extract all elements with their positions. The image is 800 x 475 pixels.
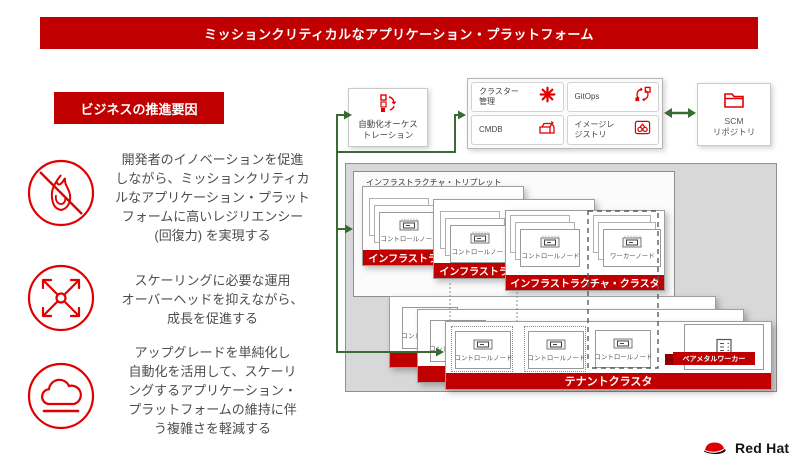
worker-node-card: ワーカーノード — [603, 229, 661, 267]
management-services-box: クラスター 管理 GitOps CMDB — [467, 78, 663, 149]
cmdb-cell: CMDB — [471, 115, 564, 145]
driver-text-scaling: スケーリングに必要な運用 オーバーヘッドを抑えながら、 成長を促進する — [121, 273, 304, 326]
no-fire-icon — [25, 157, 97, 229]
cmdb-icon — [538, 120, 556, 141]
chip-icon — [473, 339, 493, 350]
worker-node-stack: ワーカーノード — [593, 215, 663, 267]
control-node-group-1: コントロールノード — [451, 326, 513, 372]
control-node-label: コントロールノード — [451, 249, 509, 256]
control-node-label: コントロールノード — [521, 253, 579, 260]
redhat-logo: Red Hat — [702, 438, 789, 458]
redhat-hat-icon — [704, 442, 726, 455]
driver-text-resilience: 開発者のイノベーションを促進 しながら、ミッションクリティカ ルなアプリケーショ… — [115, 152, 310, 243]
infra-cluster-card-3: コントロールノード ワーカーノード インフラストラクチャ・クラスタ — [505, 210, 665, 291]
control-node-stack: コントロールノード — [440, 211, 510, 263]
control-node-stack: コントロールノード — [369, 198, 439, 250]
cloud-icon — [25, 360, 97, 432]
cluster-management-cell: クラスター 管理 — [471, 82, 564, 112]
infra-cluster-band: インフラストラクチャ・クラスタ — [506, 275, 664, 290]
expand-arrows-icon — [25, 262, 97, 334]
gitops-label: GitOps — [574, 92, 600, 102]
chip-icon — [470, 231, 490, 244]
drivers-header: ビジネスの推進要因 — [54, 92, 224, 124]
automation-icon — [379, 94, 397, 117]
control-node-stack: コントロールノード — [510, 215, 580, 267]
automation-orchestration-box: 自動化オーケス トレーション — [348, 88, 428, 147]
gitops-icon — [634, 86, 651, 108]
control-node-card: コントロールノード — [450, 225, 510, 263]
automation-label: 自動化オーケス トレーション — [358, 119, 418, 140]
chip-icon — [399, 218, 419, 231]
scm-repository-box: SCM リポジトリ — [697, 83, 771, 146]
control-node-group-2: コントロールノード — [524, 326, 586, 372]
baremetal-worker-band: ベアメタルワーカー — [673, 352, 755, 365]
tenant-cluster-band: テナントクラスタ — [446, 373, 771, 389]
control-node-label: コントロールノード — [454, 355, 512, 362]
cmdb-label: CMDB — [479, 125, 503, 135]
control-node-card: コントロールノード — [379, 212, 439, 250]
cluster-management-icon — [539, 86, 556, 108]
worker-node-label: ワーカーノード — [609, 253, 655, 260]
chip-icon — [546, 339, 566, 350]
page-title: ミッションクリティカルなアプリケーション・プラットフォーム — [40, 17, 758, 49]
chip-icon — [622, 235, 642, 248]
folder-icon — [723, 91, 745, 114]
driver-text-upgrades: アップグレードを単純化し 自動化を活用して、スケーリ ングするアプリケーション・… — [128, 345, 297, 436]
control-node-card: コントロールノード — [454, 331, 512, 369]
redhat-logo-text: Red Hat — [735, 440, 790, 456]
cluster-management-label: クラスター 管理 — [479, 87, 519, 106]
control-node-label: コントロールノード — [527, 355, 585, 362]
chip-icon — [540, 235, 560, 248]
control-node-card: コントロールノード — [520, 229, 580, 267]
baremetal-band-tab — [665, 354, 673, 365]
control-node-label: コントロールノード — [594, 354, 652, 361]
control-node-card: コントロールノード — [594, 330, 652, 368]
control-node-label: コントロールノード — [380, 236, 438, 243]
scm-label: SCM リポジトリ — [712, 116, 756, 137]
baremetal-worker-card: ベアメタルワーカー — [665, 324, 764, 370]
image-registry-icon — [634, 119, 651, 141]
gitops-cell: GitOps — [566, 82, 659, 112]
chip-icon — [613, 338, 633, 349]
control-node-card: コントロールノード — [527, 331, 585, 369]
tenant-cluster-card-3: コントロールノード コントロールノード コントロールノード ベアメタルワーカー … — [445, 321, 772, 390]
image-registry-label: イメージレ ジストリ — [574, 120, 615, 139]
image-registry-cell: イメージレ ジストリ — [566, 115, 659, 145]
